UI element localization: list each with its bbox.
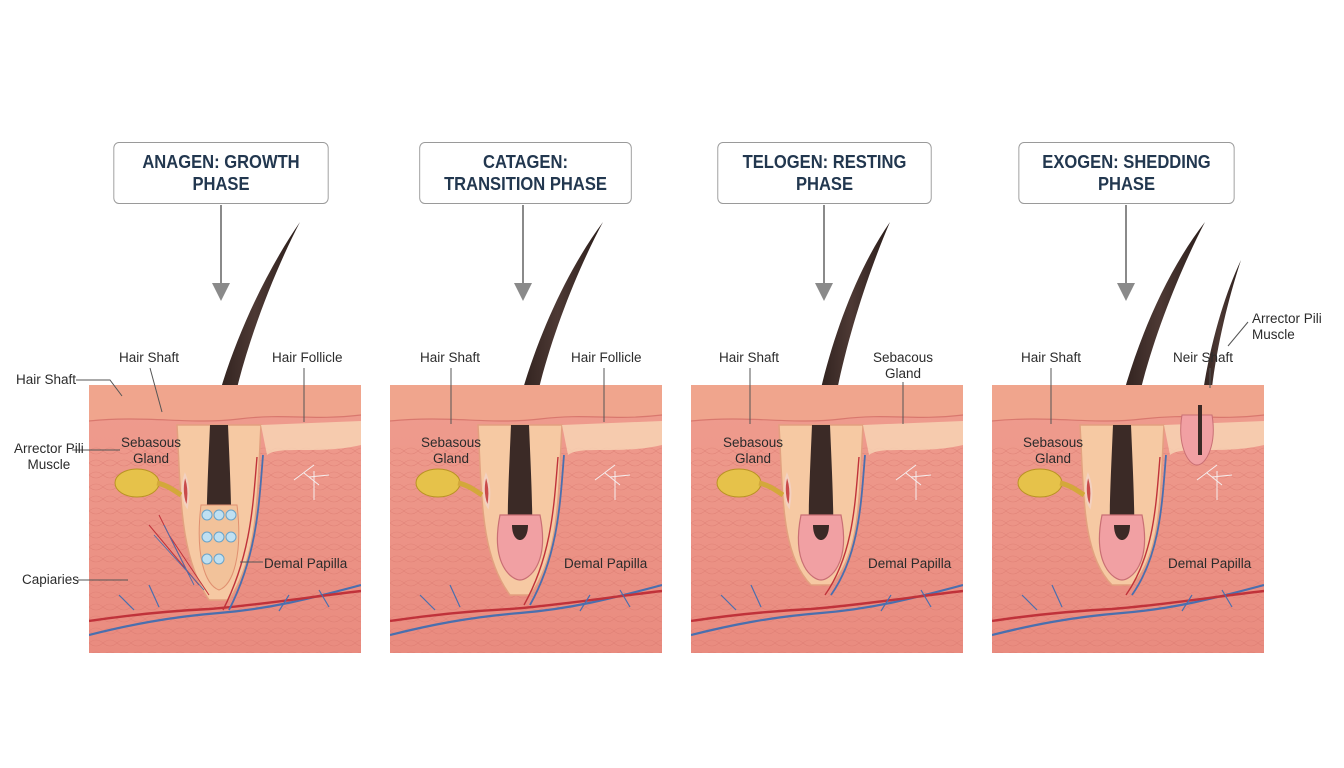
anagen-label-sebaceous-gland: Sebasous Gland [121,435,181,467]
dermal-papilla [797,514,845,581]
new-follicle [1180,414,1214,466]
anagen-title: ANAGEN: GROWTH PHASE [142,152,300,194]
anagen-label-sebaceous-line-1: Sebasous [121,435,182,450]
telogen-label-sebaceous-line-1: Sebasous [723,435,784,450]
nerve-ending [895,464,932,500]
outer-label-arrector-pili-line-2: Muscle [27,457,71,472]
sebaceous-gland [1017,468,1063,498]
blood-vessel-artery [89,589,361,623]
dermal-papilla [1098,514,1146,581]
sebaceous-gland [415,468,461,498]
telogen-label-sebaceous-top-line-2: Gland [885,366,922,381]
nerve-ending [594,464,631,500]
exogen-label-new-shaft: Neir Shaft [1173,350,1234,365]
exogen-label-sebaceous-line-2: Gland [1035,451,1072,466]
exogen-down-arrow [1117,205,1135,301]
catagen-label-hair-follicle: Hair Follicle [571,350,642,365]
dermal-papilla [198,504,240,591]
exogen-label-arrector-pili: Arrector Pili Muscle [1252,311,1322,343]
telogen-down-arrow [815,205,833,301]
telogen-skin-panel [691,385,963,653]
catagen-label-sebaceous-gland: Sebasous Gland [421,435,481,467]
anagen-title-box: ANAGEN: GROWTH PHASE [113,142,329,204]
sebaceous-gland [114,468,160,498]
exogen-skin-panel [992,385,1264,653]
exogen-title: EXOGEN: SHEDDING PHASE [1042,152,1211,194]
epidermis-layer [89,385,361,421]
exogen-label-sebaceous-line-1: Sebasous [1023,435,1084,450]
anagen-label-dermal-papilla: Demal Papilla [264,556,348,571]
outer-label-hair-shaft: Hair Shaft [16,372,77,387]
catagen-skin-panel [390,385,662,653]
blood-vessel-artery [691,589,963,623]
telogen-title: TELOGEN: RESTING PHASE [742,152,907,194]
blood-vessel-artery [390,589,662,623]
epidermis-layer [992,385,1264,421]
anagen-down-arrow [212,205,230,301]
anagen-label-hair-shaft: Hair Shaft [119,350,180,365]
exogen-label-arrector-pili-line-1: Arrector Pili [1252,311,1322,326]
arrector-pili-muscle [181,472,190,510]
catagen-title-line-1: CATAGEN: [483,152,568,172]
catagen-down-arrow [514,205,532,301]
nerve-ending [293,464,330,500]
exogen-title-box: EXOGEN: SHEDDING PHASE [1018,142,1235,204]
nerve-ending [1196,464,1233,500]
epidermis-layer [390,385,662,421]
dermal-papilla [496,514,544,581]
arrector-pili-muscle [482,472,491,510]
telogen-label-dermal-papilla: Demal Papilla [868,556,952,571]
arrector-pili-muscle [783,472,792,510]
sebaceous-gland [716,468,762,498]
catagen-label-sebaceous-line-2: Gland [433,451,470,466]
catagen-title-box: CATAGEN: TRANSITION PHASE [419,142,632,204]
outer-label-arrector-pili-line-1: Arrector Pili [14,441,84,456]
exogen-label-arrector-pili-line-2: Muscle [1252,327,1295,342]
outer-label-capillaries: Capiaries [22,572,80,587]
telogen-label-sebaceous-gland: Sebasous Gland [723,435,783,467]
catagen-label-hair-shaft: Hair Shaft [420,350,481,365]
exogen-label-hair-shaft: Hair Shaft [1021,350,1082,365]
blood-vessel-artery [992,589,1264,623]
telogen-label-sebaceous-gland-top: Sebacous Gland [873,350,933,382]
telogen-label-sebaceous-top-line-1: Sebacous [873,350,934,365]
catagen-label-sebaceous-line-1: Sebasous [421,435,482,450]
catagen-title-line-2: TRANSITION PHASE [444,174,607,194]
catagen-label-dermal-papilla: Demal Papilla [564,556,648,571]
arrector-pili-muscle [1084,472,1093,510]
epidermis-layer [691,385,963,421]
anagen-skin-panel [89,385,361,653]
telogen-title-box: TELOGEN: RESTING PHASE [717,142,932,204]
telogen-label-hair-shaft: Hair Shaft [719,350,780,365]
exogen-label-sebaceous-gland: Sebasous Gland [1023,435,1083,467]
exogen-label-dermal-papilla: Demal Papilla [1168,556,1252,571]
outer-label-arrector-pili: Arrector Pili Muscle [14,441,84,473]
telogen-label-sebaceous-line-2: Gland [735,451,772,466]
anagen-label-hair-follicle: Hair Follicle [272,350,343,365]
anagen-label-sebaceous-line-2: Gland [133,451,170,466]
